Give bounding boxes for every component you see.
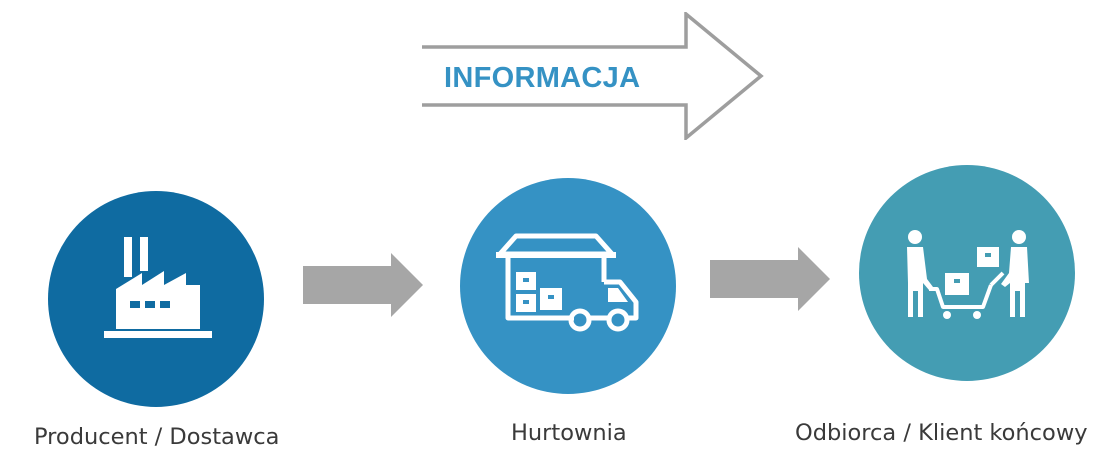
customer-node bbox=[859, 165, 1075, 381]
information-arrow bbox=[422, 12, 764, 140]
customer-label: Odbiorca / Klient końcowy bbox=[795, 420, 1088, 446]
producer-label: Producent / Dostawca bbox=[34, 424, 280, 450]
warehouse-truck-icon bbox=[496, 233, 639, 332]
information-label: INFORMACJA bbox=[444, 62, 641, 94]
producer-node bbox=[48, 191, 264, 407]
wholesaler-node bbox=[460, 178, 676, 394]
flow-arrow-2 bbox=[710, 247, 830, 311]
flow-arrow-1 bbox=[303, 253, 423, 317]
wholesaler-label: Hurtownia bbox=[511, 420, 627, 446]
customers-cart-icon bbox=[907, 230, 1029, 319]
factory-icon bbox=[104, 237, 212, 338]
